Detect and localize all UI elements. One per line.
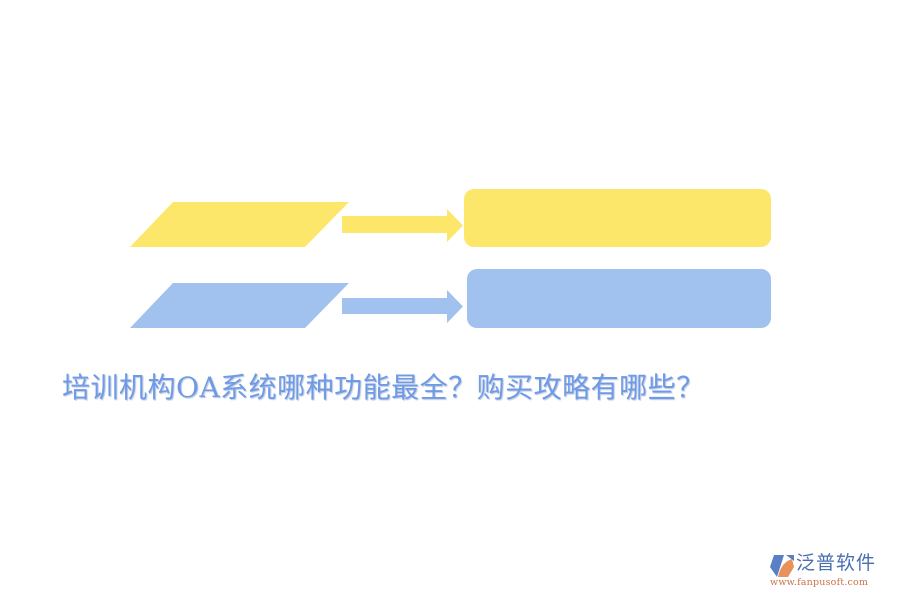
arrow-right-icon: [342, 290, 463, 323]
brand-url: www.fanpusoft.com: [770, 577, 869, 588]
parallelogram-input-2: [130, 283, 349, 328]
rounded-box-2: [467, 269, 771, 328]
page-title: 培训机构OA系统哪种功能最全？购买攻略有哪些？: [62, 371, 705, 404]
arrow-right-icon: [342, 209, 463, 242]
brand-name: 泛普软件: [796, 552, 877, 574]
flow-row-1: [130, 189, 771, 247]
rounded-box-1: [464, 189, 771, 247]
flow-row-2: [130, 269, 771, 328]
brand-logo: 泛普软件 www.fanpusoft.com: [766, 551, 896, 591]
fanpu-logo-icon: [770, 555, 794, 577]
parallelogram-input-1: [130, 202, 349, 247]
